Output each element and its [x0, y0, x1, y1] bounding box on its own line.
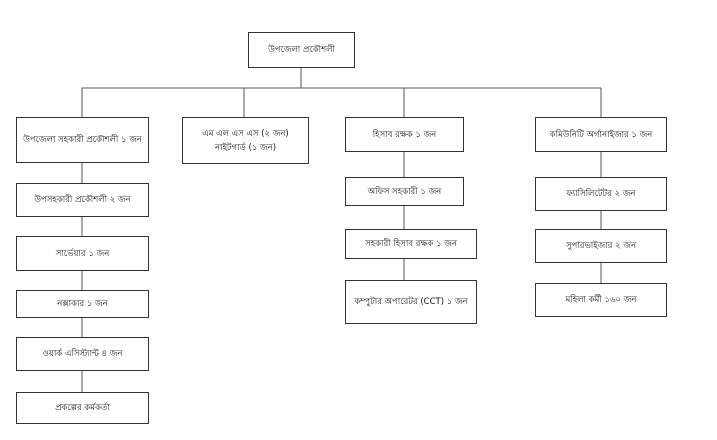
node-col1-6: প্রকল্পের কর্মকর্তা	[16, 392, 149, 424]
node-col3-4: কম্পুটার অপারেটর (CCT) ১ জন	[345, 280, 477, 324]
node-col4-2: ফ্যাসিলিটেটর ২ জন	[535, 177, 667, 211]
node-col4-3: সুপারভাইজার ২ জন	[535, 229, 667, 263]
node-col3-2: অফিস সহকারী ১ জন	[345, 177, 464, 206]
node-col1-3: সার্ভেয়ার ১ জন	[16, 236, 149, 271]
node-col3-3: সহকারী হিসাব রক্ষক ১ জন	[345, 229, 477, 259]
node-col1-1: উপজেলা সহকারী প্রকৌশলী ১ জন	[16, 117, 149, 163]
node-col4-4: মহিলা কর্মী ১৬০ জন	[535, 283, 667, 317]
node-col4-1: কমিউনিটি অর্গানাইজার ১ জন	[535, 117, 667, 152]
node-col1-2: উপসহকারী প্রকৌশলী ২ জন	[16, 183, 149, 217]
node-root: উপজেলা প্রকৌশলী	[248, 32, 355, 68]
node-col1-5: ওয়ার্ক এসিস্ট্যান্ট ৪ জন	[16, 337, 149, 371]
node-col1-4: নক্সাকার ১ জন	[16, 290, 149, 318]
node-col3-1: হিসাব রক্ষক ১ জন	[345, 117, 464, 152]
node-col2-1: এম এল এস এস (২ জন) নাইটগার্ড (১ জন)	[182, 117, 309, 164]
